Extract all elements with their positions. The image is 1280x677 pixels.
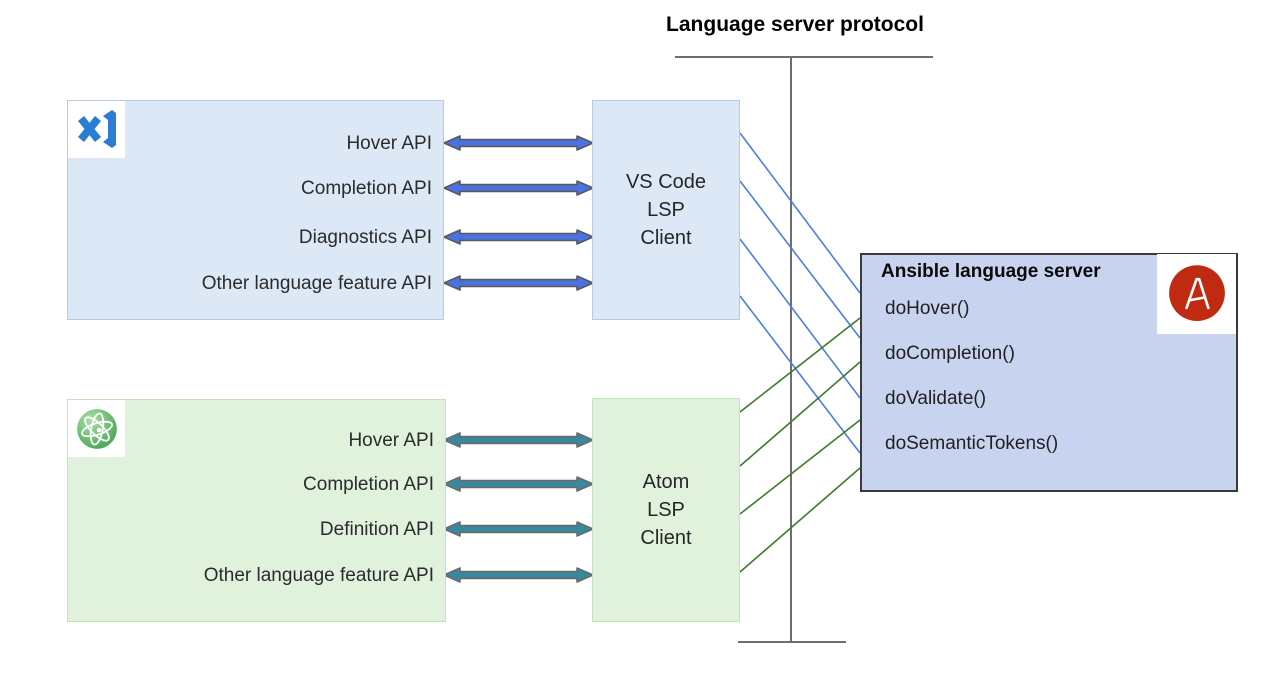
double-arrow-icon	[443, 567, 594, 583]
atom-logo-icon	[68, 400, 125, 457]
server-method-label: doSemanticTokens()	[885, 433, 1059, 454]
vscode-lsp-client-label: VS Code LSP Client	[593, 101, 739, 319]
atom-ansible-connector	[739, 317, 861, 413]
ansible-logo-icon	[1157, 254, 1236, 334]
vscode-editor-box: Hover API Completion API Diagnostics API…	[67, 100, 444, 320]
api-label: Other language feature API	[201, 273, 432, 294]
atom-ansible-connector	[739, 467, 861, 573]
api-label: Diagnostics API	[298, 227, 432, 248]
client-label-line: VS Code	[625, 171, 707, 193]
atom-editor-box: Hover API Completion API Definition API …	[67, 399, 446, 622]
client-label-line: Client	[640, 227, 692, 249]
server-method-label: doValidate()	[885, 388, 987, 409]
double-arrow-icon	[443, 432, 594, 448]
double-arrow-icon	[443, 135, 594, 151]
api-label: Hover API	[346, 133, 432, 154]
vscode-ansible-connector	[739, 295, 861, 454]
atom-lsp-client-box: Atom LSP Client	[592, 398, 740, 622]
double-arrow-icon	[443, 229, 594, 245]
server-method-label: doCompletion()	[885, 343, 1015, 364]
double-arrow-icon	[443, 275, 594, 291]
vscode-logo-icon	[68, 101, 125, 158]
ansible-language-server-box: Ansible language server doHover() doComp…	[860, 253, 1238, 492]
vscode-lsp-client-box: VS Code LSP Client	[592, 100, 740, 320]
api-label: Other language feature API	[203, 565, 434, 586]
client-label-line: LSP	[647, 499, 685, 521]
api-label: Completion API	[303, 474, 434, 495]
vscode-ansible-connector	[739, 132, 861, 294]
api-label: Completion API	[301, 178, 432, 199]
ansible-server-title: Ansible language server	[881, 261, 1101, 282]
atom-lsp-client-label: Atom LSP Client	[593, 399, 739, 621]
api-label: Hover API	[348, 430, 434, 451]
vscode-ansible-connector	[739, 180, 861, 339]
double-arrow-icon	[443, 521, 594, 537]
server-method-label: doHover()	[885, 298, 970, 319]
double-arrow-icon	[443, 476, 594, 492]
client-label-line: Client	[640, 527, 692, 549]
vscode-ansible-connector	[739, 238, 861, 399]
atom-ansible-connector	[739, 419, 861, 515]
diagram-title: Language server protocol	[666, 13, 924, 36]
client-label-line: Atom	[642, 471, 690, 493]
double-arrow-icon	[443, 180, 594, 196]
atom-ansible-connector	[739, 361, 861, 467]
api-label: Definition API	[319, 519, 434, 540]
client-label-line: LSP	[647, 199, 685, 221]
